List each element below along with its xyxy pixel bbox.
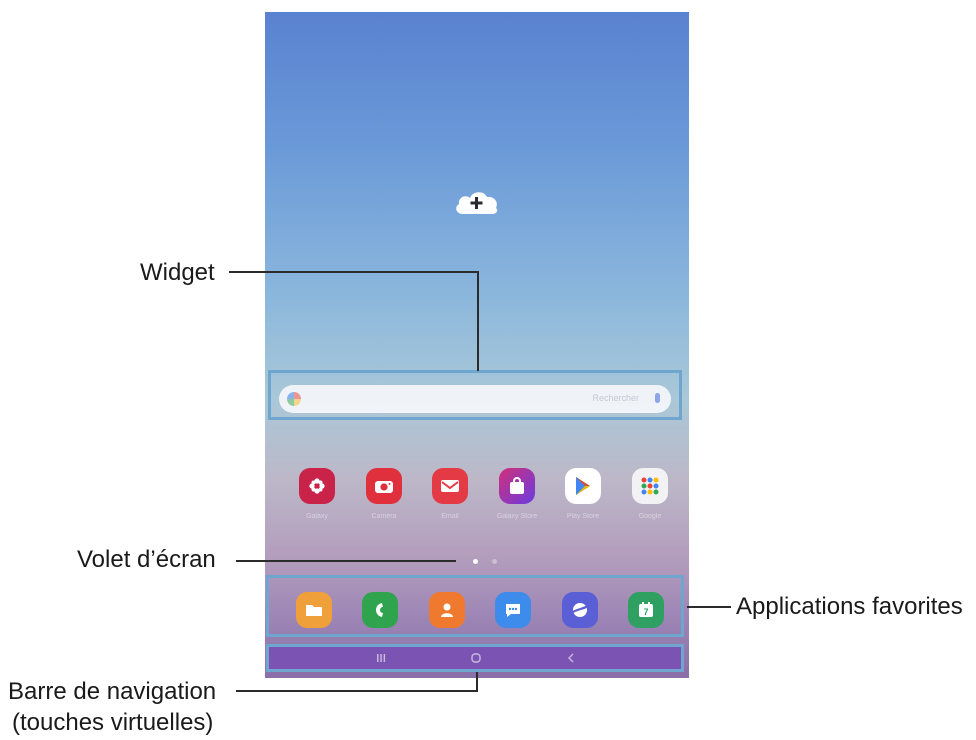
app-email[interactable]: Email [420, 468, 480, 520]
google-logo-icon [287, 392, 301, 406]
app-label: Galaxy [306, 513, 328, 520]
app-bixby[interactable]: Galaxy [287, 468, 347, 520]
callout-line [229, 271, 479, 273]
cloud-plus-icon[interactable] [453, 188, 501, 216]
google-folder-icon [632, 468, 668, 504]
callout-line [236, 560, 456, 562]
page-dot-active[interactable] [473, 559, 478, 564]
callout-line [687, 606, 731, 608]
tablet-home-screen: Rechercher Galaxy [265, 12, 689, 678]
app-label: Galaxy Store [496, 513, 538, 520]
navbar-highlight-frame [266, 644, 684, 672]
page-dot[interactable] [492, 559, 497, 564]
camera-icon [366, 468, 402, 504]
search-widget[interactable]: Rechercher [279, 385, 671, 413]
callout-line [477, 271, 479, 371]
recents-icon[interactable] [371, 651, 391, 665]
email-icon [432, 468, 468, 504]
play-store-icon [565, 468, 601, 504]
callout-navbar-line1: Barre de navigation [8, 678, 217, 705]
my-files-icon[interactable] [296, 592, 332, 628]
app-label: Caméra [371, 513, 397, 520]
app-label: Email [441, 513, 459, 520]
app-play-store[interactable]: Play Store [553, 468, 613, 520]
callout-line [476, 672, 478, 692]
callout-navbar-line2: (touches virtuelles) [12, 709, 214, 736]
messages-icon[interactable] [495, 592, 531, 628]
app-galaxy-store[interactable]: Galaxy Store [487, 468, 547, 520]
widget-highlight-frame [268, 370, 682, 420]
dock-highlight-frame [266, 575, 684, 637]
navigation-bar [269, 647, 681, 669]
app-camera[interactable]: Caméra [354, 468, 414, 520]
contacts-icon[interactable] [429, 592, 465, 628]
calendar-day-text: 7 [643, 607, 648, 617]
app-google-folder[interactable]: Google [620, 468, 680, 520]
galaxy-store-icon [499, 468, 535, 504]
bixby-icon [299, 468, 335, 504]
home-icon[interactable] [466, 651, 486, 665]
internet-icon[interactable] [562, 592, 598, 628]
back-icon[interactable] [561, 651, 581, 665]
phone-icon[interactable] [362, 592, 398, 628]
app-label: Google [638, 513, 662, 520]
microphone-icon[interactable] [655, 393, 660, 403]
callout-widget: Widget [140, 259, 215, 286]
search-placeholder: Rechercher [592, 393, 639, 403]
callout-volet: Volet d’écran [77, 546, 216, 573]
calendar-icon[interactable]: 7 [628, 592, 664, 628]
callout-favorites: Applications favorites [736, 593, 963, 620]
app-label: Play Store [566, 513, 600, 520]
page-indicator[interactable] [473, 559, 497, 564]
callout-line [236, 690, 478, 692]
